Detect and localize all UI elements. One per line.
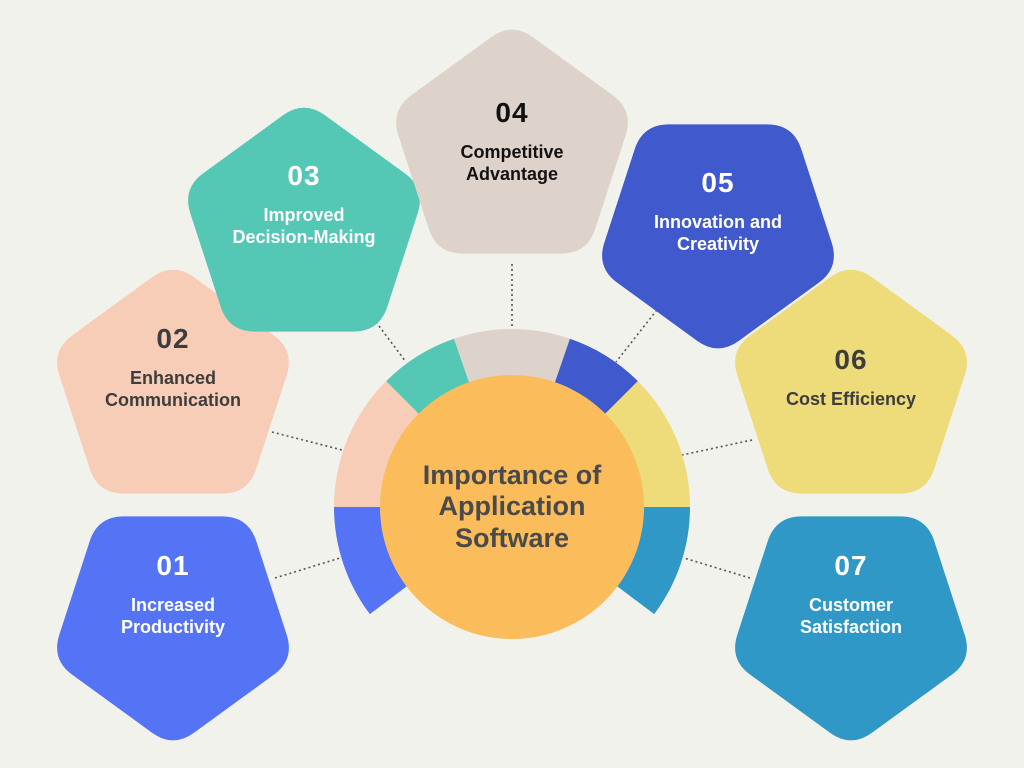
connector-lines [271, 264, 753, 579]
item-shapes [57, 29, 967, 741]
connector-line-06 [681, 439, 753, 456]
connector-line-05 [615, 305, 661, 363]
connector-line-01 [274, 557, 341, 579]
ring-segment-02 [334, 381, 426, 507]
connector-line-07 [683, 557, 751, 579]
pentagon-07 [735, 516, 967, 741]
center-ring [334, 329, 690, 615]
ring-segment-04 [454, 329, 570, 392]
pentagon-06 [735, 269, 967, 494]
pentagon-03 [188, 107, 420, 332]
center-circle [380, 375, 644, 639]
pentagon-01 [57, 516, 289, 741]
ring-segment-01 [334, 507, 415, 615]
ring-segment-06 [598, 381, 690, 507]
pentagon-02 [57, 269, 289, 494]
center-title: Importance of Application Software [422, 460, 602, 553]
pentagon-04 [396, 29, 628, 254]
connector-line-02 [271, 431, 343, 451]
pentagon-05 [602, 124, 834, 349]
ring-segment-07 [609, 507, 690, 615]
